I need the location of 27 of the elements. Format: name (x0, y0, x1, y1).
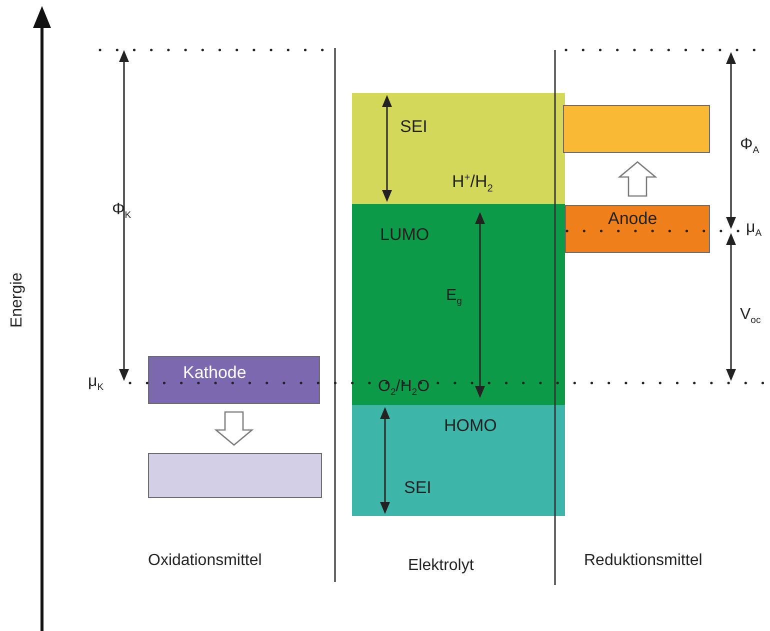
diagram-label: Elektrolyt (408, 558, 474, 574)
energy-band (352, 405, 565, 516)
level-label: HOMO (444, 417, 497, 434)
diagram-label: Reduktionsmittel (584, 553, 702, 569)
level-label: Kathode (183, 364, 246, 381)
diagram-label: μ$_{A}$ (746, 220, 762, 239)
level-label: H$^{+}$/H$_{2}$ (452, 173, 493, 195)
level-label: Anode (608, 210, 658, 227)
level-label: SEI (400, 118, 428, 135)
diagram-label: V$_{oc}$ (740, 307, 761, 326)
level-box (148, 453, 322, 498)
electrode-level-box (565, 205, 710, 253)
hollow-arrow (618, 161, 658, 197)
level-label: LUMO (380, 226, 430, 243)
diagram-label: μ$_{K}$ (88, 374, 104, 393)
axis-label: Energie (10, 272, 26, 328)
diagram-label: Oxidationsmittel (148, 553, 262, 569)
energy-band (352, 93, 565, 204)
level-box (563, 105, 710, 153)
diagram-label: Φ$_{K}$ (112, 202, 132, 221)
energy-band (352, 204, 565, 405)
level-label: E$_{g}$ (446, 288, 462, 307)
level-label: O$_{2}$/H$_{2}$O (378, 379, 430, 398)
electrode-level-box (148, 356, 320, 404)
diagram-label: Φ$_{A}$ (740, 137, 760, 156)
hollow-arrow (214, 411, 254, 446)
level-label: SEI (404, 479, 432, 496)
